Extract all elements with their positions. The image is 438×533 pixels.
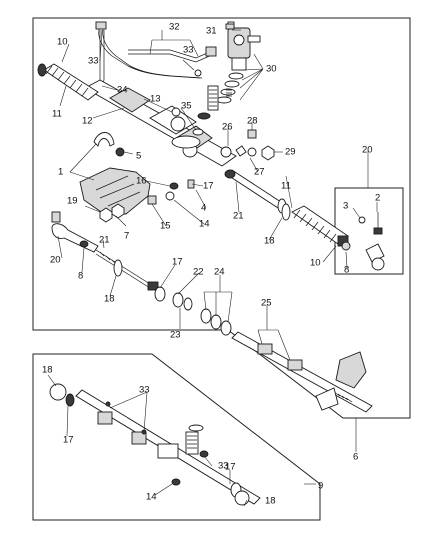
valve-pinion-assembly [197,21,261,120]
callout-21-lower: 21 [99,235,110,246]
callout-27: 27 [254,167,265,178]
callout-22: 22 [193,267,204,278]
callout-33-top-right: 33 [183,45,194,56]
bellows-boot-left-upper [37,63,99,101]
small-fasteners [147,107,275,205]
hydraulic-lines [95,21,217,99]
callout-21-upper: 21 [233,211,244,222]
callout-25: 25 [261,298,272,309]
callout-28: 28 [247,116,258,127]
callout-2: 2 [375,193,380,204]
callout-33-lower-lower: 33 [218,461,229,472]
callout-4: 4 [201,203,206,214]
callout-1: 1 [58,167,63,178]
callout-14-lower: 14 [146,492,157,503]
callout-17-upper: 17 [203,181,214,192]
outer-tie-rod-end-inset [341,212,385,271]
callout-6: 6 [353,452,358,463]
callout-31: 31 [206,26,217,37]
callout-10-right: 10 [310,258,321,269]
callout-33-lower-upper: 33 [139,385,150,396]
callout-8-left: 8 [78,271,83,282]
outer-tie-rod-end-left [51,203,125,253]
callout-5: 5 [136,151,141,162]
callout-8-right: 8 [344,265,349,276]
callout-15: 15 [160,221,171,232]
callout-17-lower-right: 17 [225,462,236,473]
callout-29: 29 [285,147,296,158]
callout-7: 7 [124,231,129,242]
callout-35: 35 [181,101,192,112]
callout-18-middle: 18 [104,294,115,305]
callout-12: 12 [82,116,93,127]
callout-13: 13 [150,94,161,105]
callout-16: 16 [136,176,147,187]
lower-assembly-frame [32,353,321,521]
callout-17-lower-left: 17 [63,435,74,446]
callout-24: 24 [214,267,225,278]
inner-tie-rod-lower [95,249,159,291]
seal-rings [154,286,232,336]
callout-18-lower-right: 18 [265,496,276,507]
main-assembly-frame [32,17,411,419]
callout-10-upper: 10 [57,37,68,48]
rack-housing [84,79,237,167]
heat-shield [79,167,151,215]
callout-11-left: 11 [52,109,62,120]
callout-34: 34 [117,85,128,96]
rack-bar [231,331,373,413]
callout-11-right: 11 [281,181,291,192]
callout-20-right: 20 [362,145,373,156]
callout-33-top-left: 33 [88,56,99,67]
callout-18-upper: 18 [264,236,275,247]
callout-20-left: 20 [50,255,61,266]
callout-labels: 1 2 3 4 5 6 7 8 8 9 10 10 11 11 12 13 14… [42,22,380,507]
callout-3: 3 [343,201,348,212]
callout-18-lower-left: 18 [42,365,53,376]
callout-14-upper: 14 [199,219,210,230]
callout-30: 30 [266,64,277,75]
callout-23: 23 [170,330,181,341]
lower-rack-assembly [49,383,261,506]
mounting-bracket [93,132,125,157]
leader-lines [47,29,378,507]
callout-17-middle: 17 [172,257,183,268]
callout-9: 9 [318,481,323,492]
callout-32: 32 [169,22,180,33]
callout-26: 26 [222,122,233,133]
callout-19: 19 [67,196,78,207]
bellows-boot-right [281,203,349,247]
